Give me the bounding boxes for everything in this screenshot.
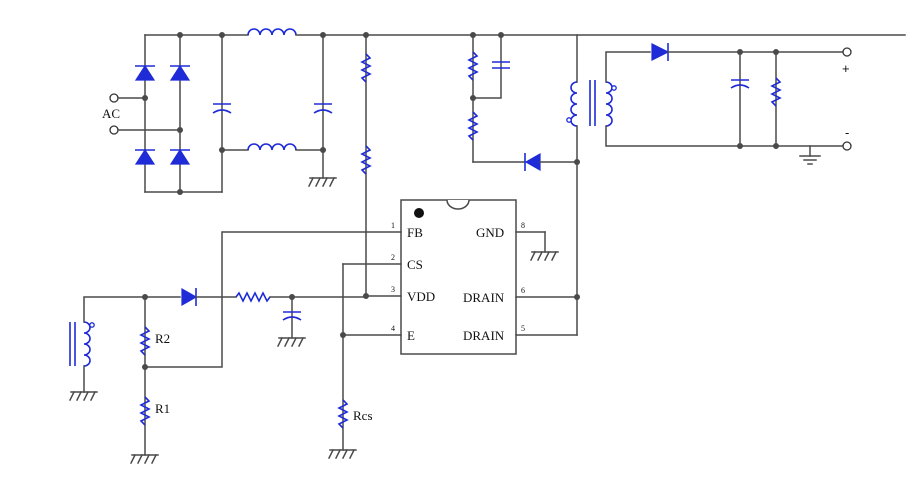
flyback-transformer (566, 34, 741, 336)
ground-symbol-aux (68, 390, 98, 402)
resistor-rcs (337, 399, 349, 429)
aux-winding-feedback: R2 R1 (68, 231, 373, 465)
output-capacitor (730, 79, 750, 89)
capacitor-c-bulk (212, 103, 232, 114)
secondary-winding (605, 81, 613, 127)
pin-num-5: 5 (521, 324, 525, 333)
ac-input: AC (102, 93, 181, 135)
ground-symbol-vdd (276, 336, 306, 348)
pin-name-e: E (407, 328, 415, 343)
r1-label: R1 (155, 401, 170, 416)
pin-num-2: 2 (391, 253, 395, 262)
inductor-bottom (247, 143, 297, 151)
output-minus-label: - (845, 125, 849, 140)
ac-label: AC (102, 106, 120, 121)
diode-vdd (181, 287, 198, 307)
bridge-diode-bottom-right (169, 148, 191, 165)
ground-symbol-filter (307, 176, 337, 188)
resistor-snubber-2 (467, 111, 479, 141)
bridge-diode-bottom-left (134, 148, 156, 165)
controller-ic: 1 2 3 4 8 6 5 FB CS VDD E GND DRAIN DRAI… (340, 199, 578, 355)
resistor-vdd (235, 291, 271, 303)
pin-name-drain-5: DRAIN (463, 328, 505, 343)
output-diode (651, 43, 670, 61)
aux-winding (83, 321, 91, 367)
capacitor-snubber (492, 61, 510, 69)
resistor-snubber-1 (467, 51, 479, 81)
capacitor-c-filter (313, 103, 333, 114)
input-filter (212, 28, 906, 193)
pin-name-drain-6: DRAIN (463, 290, 505, 305)
output-stage: + - (651, 43, 852, 165)
ground-symbol-rcs (327, 448, 357, 460)
diode-snubber (524, 152, 541, 172)
ground-symbol-output (799, 145, 821, 165)
pin-num-6: 6 (521, 286, 525, 295)
pin-name-vdd: VDD (407, 289, 435, 304)
bridge-diode-top-left (134, 64, 156, 81)
resistor-r1 (139, 396, 151, 426)
output-load-resistor (770, 77, 782, 107)
primary-winding (570, 81, 578, 127)
pin-num-3: 3 (391, 285, 395, 294)
bridge-diode-top-right (169, 64, 191, 81)
ground-symbol-ic (529, 250, 559, 262)
pin-num-8: 8 (521, 221, 525, 230)
pin-num-1: 1 (391, 221, 395, 230)
pin-num-4: 4 (391, 324, 395, 333)
rcd-snubber (467, 32, 578, 172)
output-plus-label: + (842, 61, 850, 76)
resistor-startup-2 (360, 145, 372, 175)
r2-label: R2 (155, 331, 170, 346)
inductor-top (247, 28, 297, 36)
bridge-rectifier (134, 32, 223, 195)
ground-symbol-r1 (129, 453, 159, 465)
resistor-r2 (139, 326, 151, 356)
pin-name-fb: FB (407, 225, 423, 240)
resistor-startup-1 (360, 53, 372, 83)
startup-resistors (360, 32, 372, 297)
pin-name-gnd: GND (476, 225, 504, 240)
pin-name-cs: CS (407, 257, 423, 272)
rcs-label: Rcs (353, 408, 373, 423)
capacitor-vdd (282, 311, 302, 321)
